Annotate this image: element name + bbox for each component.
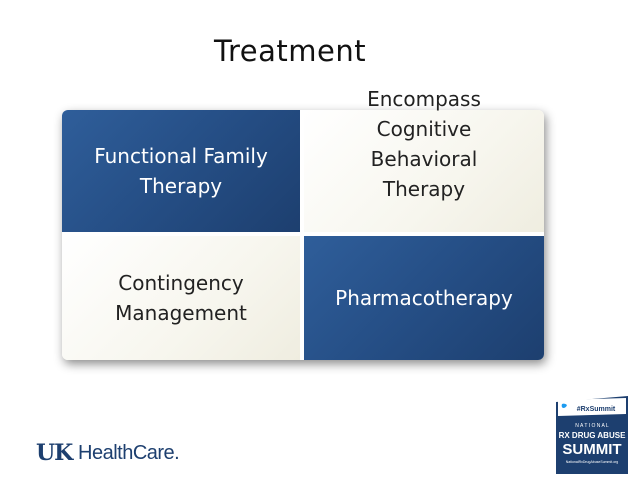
quadrant-text-line: Pharmacotherapy xyxy=(335,286,513,310)
quadrant-functional-family-therapy: Functional Family Therapy xyxy=(62,110,300,232)
quadrant-pharmacotherapy: Pharmacotherapy xyxy=(304,236,544,360)
badge-line-summit: SUMMIT xyxy=(562,441,621,458)
quadrant-text-line: Cognitive xyxy=(376,117,472,141)
badge-url: NationalRxDrugAbuseSummit.org xyxy=(566,460,619,464)
quadrant-text-line: Behavioral xyxy=(370,147,478,171)
badge-line-national: N A T I O N A L xyxy=(575,423,609,429)
twitter-bird-icon xyxy=(561,403,567,408)
uk-logo-mark: UK xyxy=(36,440,73,466)
badge-hashtag: #RxSummit xyxy=(577,406,616,413)
badge-hashtag-banner xyxy=(558,398,626,416)
quadrant-text-line: Contingency xyxy=(118,271,244,295)
quadrant-text-line: Therapy xyxy=(382,177,466,201)
quadrant-text-line: Functional Family xyxy=(94,144,268,168)
quadrant-encompass-cbt: Encompass Cognitive Behavioral Therapy xyxy=(304,87,544,232)
quadrant-text-line: Therapy xyxy=(139,174,223,198)
badge-line-rx-drug-abuse: RX DRUG ABUSE xyxy=(559,431,626,440)
rx-summit-badge: #RxSummit N A T I O N A L RX DRUG ABUSE … xyxy=(556,396,628,474)
quadrant-text-line: Encompass xyxy=(367,87,481,111)
page-title: Treatment xyxy=(214,34,367,68)
quadrant-text-line: Management xyxy=(115,301,247,325)
quadrant-contingency-management: Contingency Management xyxy=(62,236,300,360)
healthcare-logo-text: HealthCare. xyxy=(78,442,180,464)
